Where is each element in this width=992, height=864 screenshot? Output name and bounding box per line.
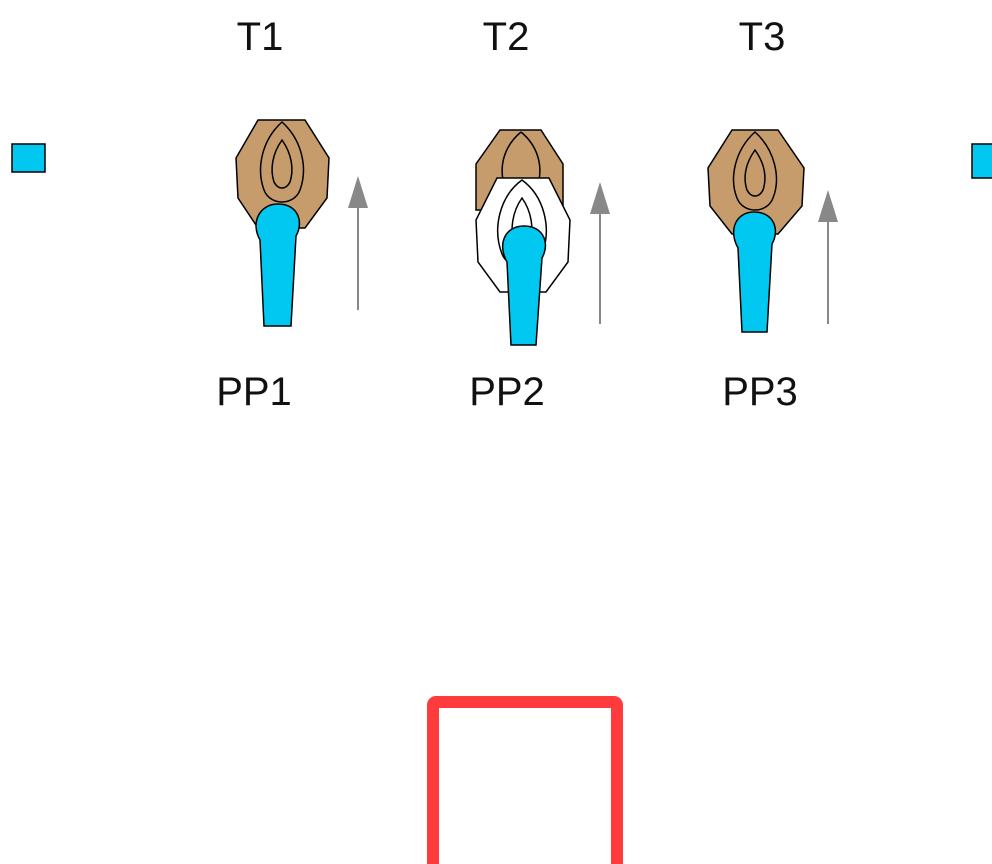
stem-3 xyxy=(733,211,777,333)
unit-2-bud-stem-icon xyxy=(475,129,571,346)
right-square-marker-icon xyxy=(971,143,992,179)
stem-2 xyxy=(502,225,547,346)
label-t3: T3 xyxy=(739,15,786,59)
left-square-marker-icon xyxy=(11,143,46,173)
label-t2: T2 xyxy=(483,15,530,59)
bud-1 xyxy=(235,119,330,229)
label-pp3: PP3 xyxy=(722,370,798,414)
bud-3 xyxy=(707,129,805,235)
up-arrow-icon-2 xyxy=(590,182,610,324)
label-t1: T1 xyxy=(237,15,284,59)
highlight-box xyxy=(427,696,623,864)
bud-1-inner-outer xyxy=(259,120,305,203)
bud-3-inner-core xyxy=(744,148,766,197)
unit-1-bud-stem-icon xyxy=(235,119,330,327)
stem-1 xyxy=(255,203,301,327)
label-pp2: PP2 xyxy=(469,370,545,414)
bud-3-inner-outer xyxy=(732,130,778,211)
label-pp1: PP1 xyxy=(216,370,292,414)
up-arrow-icon-1 xyxy=(348,176,368,310)
unit-3-bud-stem-icon xyxy=(707,129,805,333)
bud-1-inner-core xyxy=(271,138,293,189)
up-arrow-icon-3 xyxy=(818,190,838,324)
